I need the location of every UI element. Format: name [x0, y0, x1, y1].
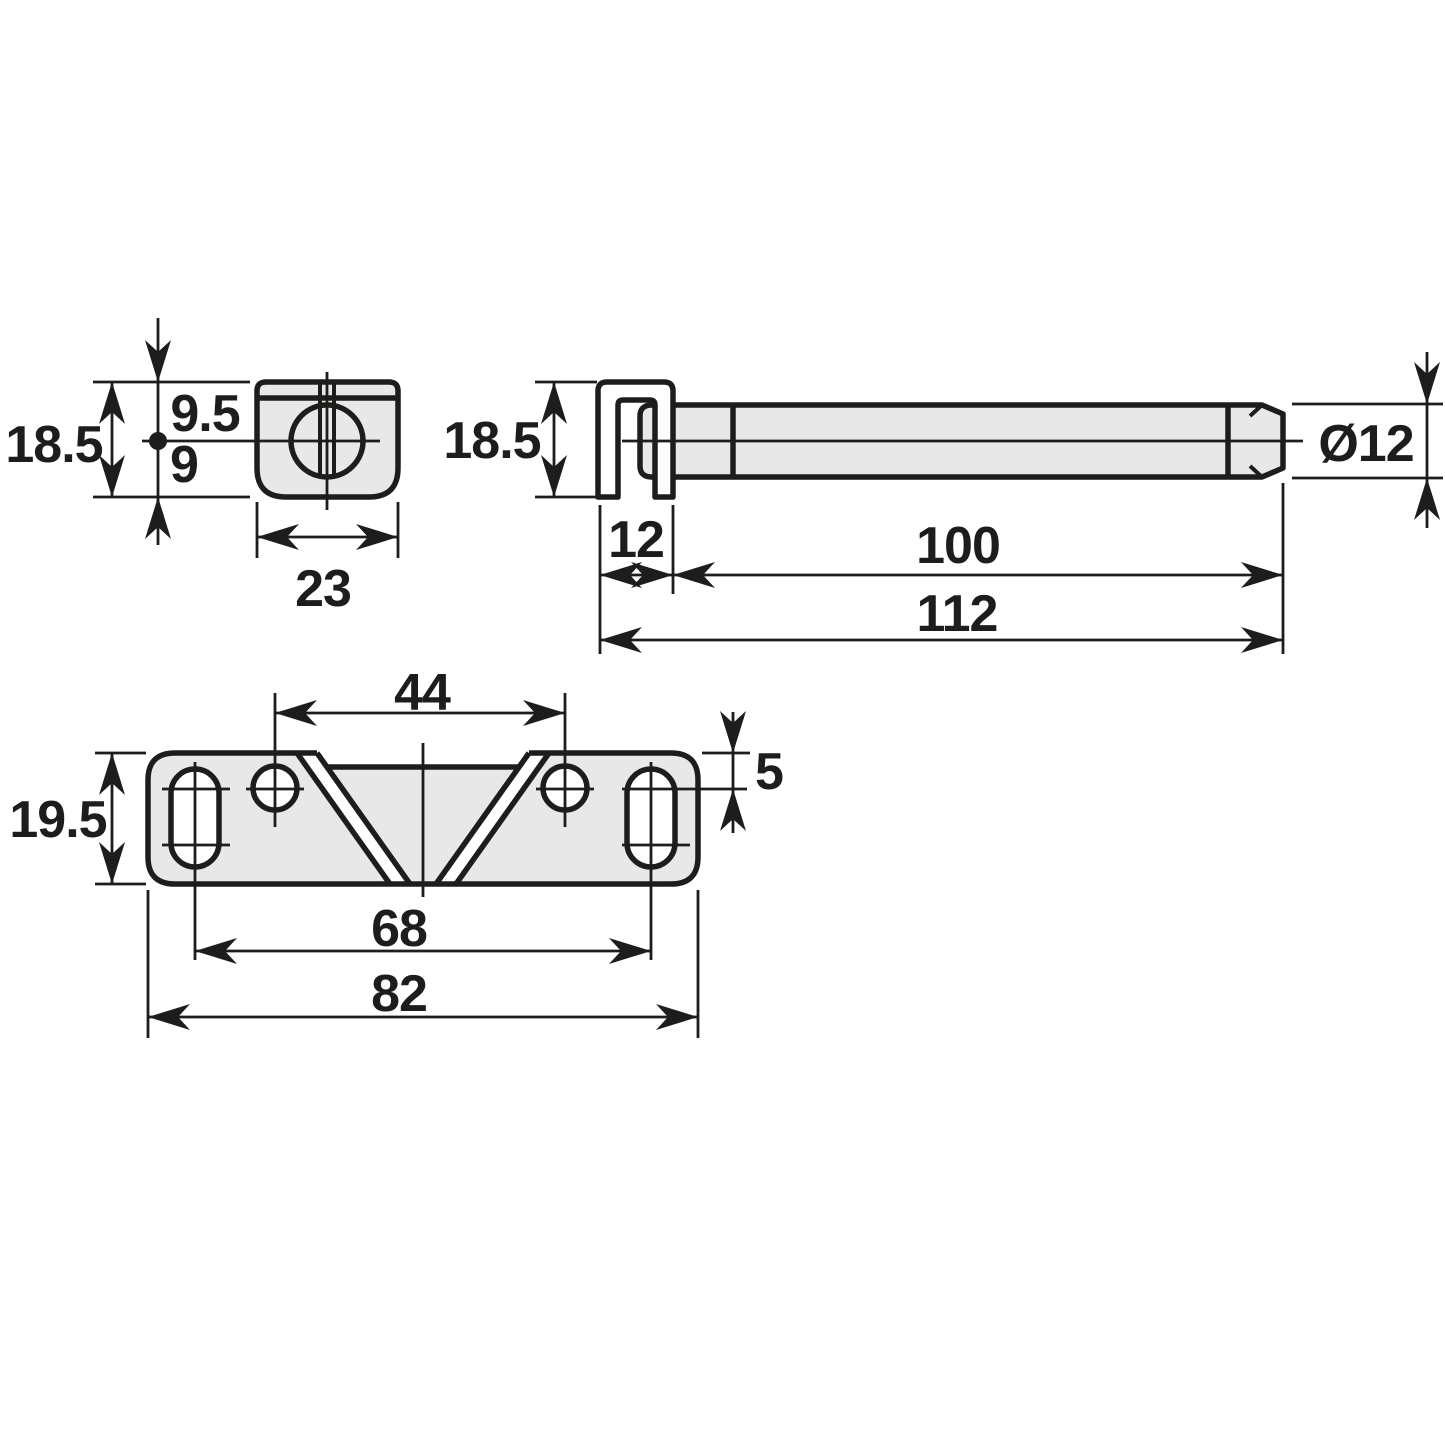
dim-plate-height: 19.5 [9, 751, 146, 886]
dim-plate-hole-spacing-label: 44 [394, 664, 451, 722]
dim-bolt-total-length-label: 112 [917, 585, 998, 643]
dim-plate-slot-spacing: 68 [195, 900, 651, 964]
bolt-tip-facet-bottom [1248, 464, 1264, 479]
plate-left-ramp-outer-edge [294, 751, 393, 886]
plate-centerlines [162, 693, 747, 960]
dim-cam-center: 9.5 9 [145, 318, 241, 545]
dim-plate-slot-spacing-label: 68 [371, 900, 427, 958]
dim-plate-height-label: 19.5 [9, 791, 106, 849]
dim-plate-hole-offset: 5 [702, 711, 784, 833]
dim-bolt-hook-depth-label: 12 [608, 511, 664, 569]
dim-bolt-diameter-label: Ø12 [1318, 415, 1413, 473]
dim-bolt-diameter: Ø12 [1292, 352, 1443, 528]
plate-left-ramp-fill [297, 753, 410, 884]
plate-top-view: 44 19.5 5 68 82 [9, 664, 784, 1038]
plate-left-ramp-inner-edge [314, 751, 413, 886]
dim-cam-center-bottom-label: 9 [170, 436, 198, 494]
dim-plate-total-width-label: 82 [371, 965, 427, 1023]
dim-plate-hole-offset-label: 5 [755, 743, 783, 801]
dim-cam-height-label: 18.5 [5, 416, 102, 474]
cam-front-view: 18.5 9.5 9 23 [5, 318, 401, 618]
plate-right-ramp-inner-edge [433, 751, 532, 886]
dim-cam-width: 23 [255, 502, 400, 618]
bolt-side-view: 18.5 12 100 112 Ø12 [443, 352, 1443, 654]
dim-bolt-height-label: 18.5 [443, 412, 540, 470]
plate-right-ramp-outer-edge [453, 751, 552, 886]
dim-bolt-shaft-length-label: 100 [916, 517, 1000, 575]
dim-cam-height: 18.5 [5, 380, 250, 499]
dim-cam-width-label: 23 [295, 560, 351, 618]
dim-plate-hole-spacing: 44 [275, 664, 565, 726]
plate-right-ramp-fill [436, 753, 549, 884]
bolt-tip-facet-top [1248, 403, 1264, 418]
dim-cam-center-top-label: 9.5 [170, 385, 239, 443]
dim-plate-total-width: 82 [146, 890, 700, 1038]
dim-bolt-height: 18.5 [443, 380, 597, 499]
bolt-hook [595, 379, 676, 500]
dim-bolt-lengths: 12 100 112 [598, 483, 1285, 654]
